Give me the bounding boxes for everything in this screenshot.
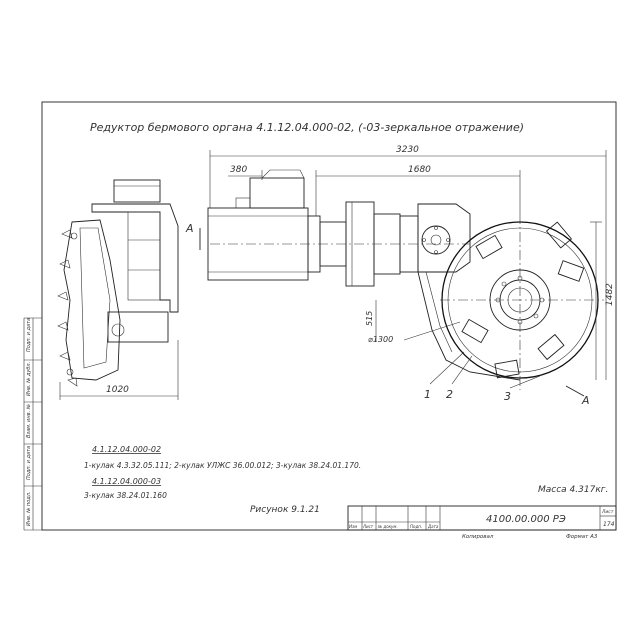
section-mark-left: A: [185, 222, 194, 235]
callout-3: 3: [504, 390, 511, 403]
tb-col-doc: № докум.: [377, 524, 398, 529]
tb-doc-number: 4100.00.000 РЭ: [486, 514, 566, 525]
stamp-4: Подп. и дата: [26, 446, 32, 480]
dim-line-diameter: [403, 321, 461, 341]
dim-diameter: ⌀1300: [368, 335, 393, 344]
note-variant-02: 4.1.12.04.000-02: [92, 445, 161, 454]
note-variant-03: 4.1.12.04.000-03: [92, 477, 161, 486]
tb-copied: Копировал: [462, 534, 494, 540]
dim-axis: 515: [365, 311, 374, 326]
stamp-3: Взам. инв. №: [26, 404, 32, 438]
front-view: [207, 169, 604, 390]
dim-overall: 3230: [396, 145, 419, 155]
section-arrow-right: [565, 385, 585, 397]
note-variant-03-desc: 3-кулак 38.24.01.160: [84, 491, 167, 500]
tb-sheet-label: Лист: [601, 509, 614, 515]
stamp-5: Инв. № подл.: [26, 492, 32, 527]
tb-col-date: Дата: [427, 524, 439, 529]
side-view: 1020: [57, 179, 179, 400]
stamp-2: Инв. № дубл.: [26, 362, 32, 396]
tb-sheet-number: 174: [603, 521, 615, 528]
figure-caption: Рисунок 9.1.21: [250, 505, 320, 515]
dim-flange: 380: [230, 165, 247, 175]
tb-format: Формат А3: [566, 534, 598, 540]
tb-col-sign: Подп.: [410, 524, 422, 529]
callout-1: 1: [424, 388, 431, 401]
tb-col-list: Лист: [362, 524, 374, 529]
dim-width-side: 1020: [106, 385, 129, 395]
note-variant-02-desc: 1-кулак 4.3.32.05.111; 2-кулак УЛЖС 36.0…: [84, 461, 361, 470]
stamp-1: Подп. и дата: [26, 318, 32, 352]
mass-label: Масса 4.317кг.: [538, 485, 608, 495]
title-block: Изм Лист № докум. Подп. Дата 4100.00.000…: [347, 505, 617, 531]
section-mark-right: A: [581, 394, 590, 407]
dim-motor: 1680: [408, 165, 431, 175]
drawing-title: Редуктор бермового органа 4.1.12.04.000-…: [90, 121, 524, 134]
dim-height: 1482: [605, 283, 615, 306]
callout-2: 2: [446, 388, 453, 401]
sheet-frame: [41, 101, 617, 531]
tb-col-izm: Изм: [349, 524, 357, 529]
